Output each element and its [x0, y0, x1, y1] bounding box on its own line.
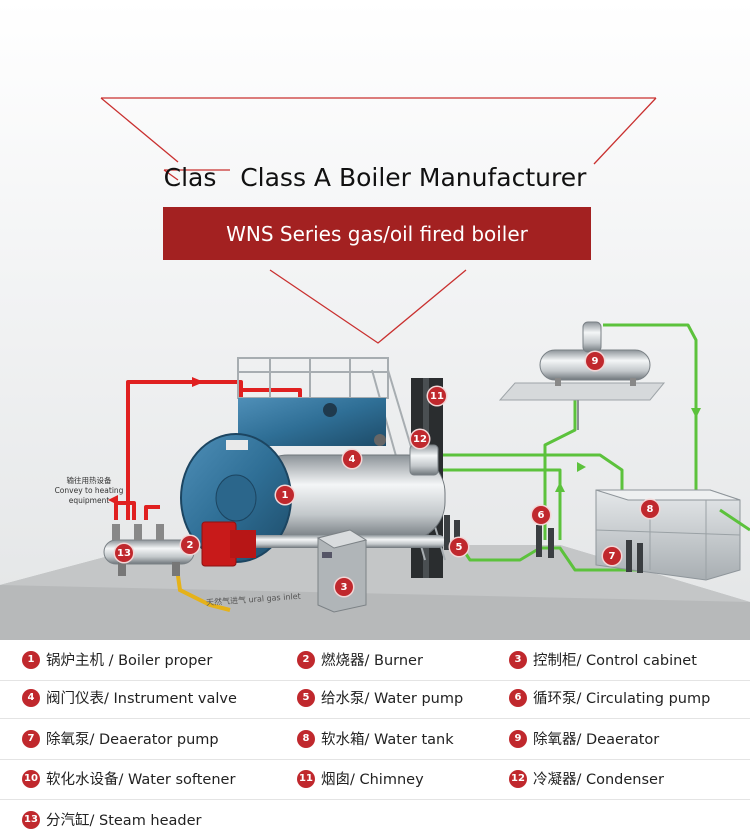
legend-label: 分汽缸/ Steam header	[46, 813, 202, 829]
water-arrow-2	[577, 462, 586, 472]
page-title: Clas Class A Boiler Manufacturer	[163, 163, 587, 192]
legend: 1 锅炉主机 / Boiler proper 2 燃烧器/ Burner 3 控…	[0, 640, 750, 835]
legend-number: 13	[22, 810, 40, 829]
marker-6: 6	[532, 506, 550, 524]
legend-item-deaerator: 9 除氧器/ Deaerator	[509, 728, 659, 749]
legend-label: 给水泵/ Water pump	[321, 691, 464, 707]
convey-label-en: Convey to heating equipment	[54, 486, 124, 505]
boiler-system-illustration	[0, 0, 750, 640]
pumps	[444, 515, 643, 573]
marker-9: 9	[586, 352, 604, 370]
marker-2: 2	[181, 536, 199, 554]
legend-item-circulating-pump: 6 循环泵/ Circulating pump	[509, 687, 710, 708]
convey-label: 输往用热设备 Convey to heating equipment	[34, 476, 144, 506]
marker-4: 4	[343, 450, 361, 468]
legend-label: 阀门仪表/ Instrument valve	[46, 691, 237, 707]
marker-5: 5	[450, 538, 468, 556]
legend-row: 7 除氧泵/ Deaerator pump 8 软水箱/ Water tank …	[0, 719, 750, 760]
legend-row: 1 锅炉主机 / Boiler proper 2 燃烧器/ Burner 3 控…	[0, 640, 750, 681]
convey-label-cn: 输往用热设备	[66, 476, 112, 485]
legend-label: 软化水设备/ Water softener	[46, 772, 236, 788]
legend-number: 6	[509, 688, 527, 707]
condenser	[409, 444, 439, 476]
legend-number: 8	[297, 729, 315, 748]
marker-3: 3	[335, 578, 353, 596]
water-arrow-1	[691, 408, 701, 418]
burner	[173, 521, 256, 612]
boiler-proper	[180, 398, 446, 563]
marker-7: 7	[603, 547, 621, 565]
legend-item-control-cabinet: 3 控制柜/ Control cabinet	[509, 649, 697, 670]
legend-item-steam-header: 13 分汽缸/ Steam header	[22, 809, 202, 830]
water-tank	[595, 489, 750, 581]
legend-label: 锅炉主机 / Boiler proper	[46, 653, 213, 669]
legend-label: 循环泵/ Circulating pump	[533, 691, 711, 707]
legend-number: 9	[509, 729, 527, 748]
legend-item-water-tank: 8 软水箱/ Water tank	[297, 728, 454, 749]
legend-item-burner: 2 燃烧器/ Burner	[297, 649, 423, 670]
control-cabinet	[316, 529, 368, 613]
marker-1: 1	[276, 486, 294, 504]
legend-label: 控制柜/ Control cabinet	[533, 653, 697, 669]
legend-number: 11	[297, 769, 315, 788]
legend-label: 除氧器/ Deaerator	[533, 732, 660, 748]
marker-12: 12	[411, 430, 429, 448]
header-lines	[100, 97, 657, 344]
legend-item-condenser: 12 冷凝器/ Condenser	[509, 768, 664, 789]
legend-row: 10 软化水设备/ Water softener 11 烟囱/ Chimney …	[0, 759, 750, 800]
subtitle-banner: WNS Series gas/oil fired boiler	[163, 207, 591, 260]
legend-label: 除氧泵/ Deaerator pump	[46, 732, 219, 748]
water-arrow-3	[555, 482, 565, 492]
legend-row: 4 阀门仪表/ Instrument valve 5 给水泵/ Water pu…	[0, 678, 750, 719]
legend-number: 12	[509, 769, 527, 788]
steam-pipes	[114, 380, 302, 520]
legend-item-chimney: 11 烟囱/ Chimney	[297, 768, 424, 789]
legend-label: 软水箱/ Water tank	[321, 732, 454, 748]
legend-row: 13 分汽缸/ Steam header	[0, 800, 750, 840]
legend-number: 5	[297, 688, 315, 707]
convey-arrow	[108, 495, 118, 505]
steam-arrow	[192, 377, 204, 387]
legend-number: 2	[297, 650, 315, 669]
legend-label: 燃烧器/ Burner	[321, 653, 423, 669]
legend-item-water-softener: 10 软化水设备/ Water softener	[22, 768, 235, 789]
marker-11: 11	[428, 387, 446, 405]
legend-item-boiler-proper: 1 锅炉主机 / Boiler proper	[22, 649, 212, 670]
legend-number: 7	[22, 729, 40, 748]
marker-13: 13	[115, 544, 133, 562]
legend-item-instrument-valve: 4 阀门仪表/ Instrument valve	[22, 687, 237, 708]
legend-label: 烟囱/ Chimney	[321, 772, 424, 788]
legend-number: 3	[509, 650, 527, 669]
marker-8: 8	[641, 500, 659, 518]
legend-number: 1	[22, 650, 40, 669]
legend-number: 4	[22, 688, 40, 707]
legend-label: 冷凝器/ Condenser	[533, 772, 664, 788]
legend-item-deaerator-pump: 7 除氧泵/ Deaerator pump	[22, 728, 219, 749]
legend-number: 10	[22, 769, 40, 788]
legend-item-water-pump: 5 给水泵/ Water pump	[297, 687, 463, 708]
